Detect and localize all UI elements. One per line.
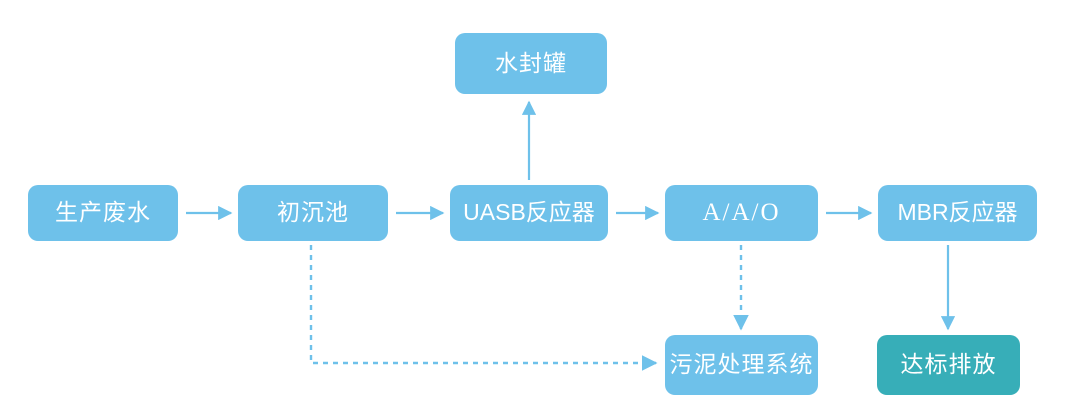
node-raw-wastewater[interactable]: 生产废水 [28, 185, 178, 241]
node-water-seal-tank[interactable]: 水封罐 [455, 33, 607, 94]
node-label: 初沉池 [277, 199, 349, 226]
edge-primary-to-sludge [309, 245, 658, 371]
node-label: MBR反应器 [897, 199, 1018, 226]
node-primary-settling[interactable]: 初沉池 [238, 185, 388, 241]
node-label: 生产废水 [55, 199, 151, 226]
node-label: UASB反应器 [463, 199, 595, 226]
node-label: 达标排放 [900, 351, 997, 378]
node-aao-reactor[interactable]: A/A/O [665, 185, 818, 241]
node-label: A/A/O [702, 199, 781, 227]
node-compliant-discharge[interactable]: 达标排放 [877, 335, 1020, 395]
node-label: 污泥处理系统 [669, 351, 814, 378]
node-sludge-treatment[interactable]: 污泥处理系统 [665, 335, 818, 395]
node-mbr-reactor[interactable]: MBR反应器 [878, 185, 1037, 241]
node-uasb-reactor[interactable]: UASB反应器 [450, 185, 608, 241]
node-label: 水封罐 [495, 49, 567, 76]
